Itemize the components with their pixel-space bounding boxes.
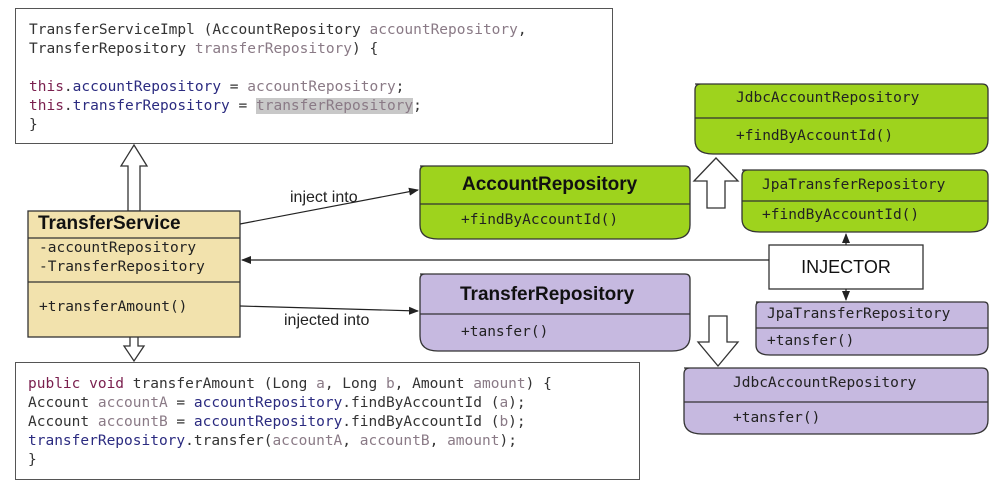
jpa-transfer-repository-purple-title: JpaTransferRepository xyxy=(767,306,951,322)
jdbc-account-repository-green-title: JdbcAccountRepository xyxy=(736,90,920,106)
account-repository-title: AccountRepository xyxy=(462,174,638,195)
code-text: ); xyxy=(499,433,517,449)
jdbc-account-repository-green-method: +findByAccountId() xyxy=(736,128,894,144)
code-text: transferAmount (Long xyxy=(124,376,317,392)
code-local: accountB xyxy=(97,414,168,430)
code-param: b xyxy=(499,414,509,430)
jpa-transfer-repository-purple-class xyxy=(755,301,989,356)
code-param: a xyxy=(499,395,509,411)
injector-label: INJECTOR xyxy=(801,257,891,277)
hollow-up-arrow-to-constructor xyxy=(119,143,149,212)
transfer-service-field: -accountRepository xyxy=(39,240,197,256)
code-text: , xyxy=(429,433,448,449)
code-local: accountA xyxy=(272,433,343,449)
code-text: } xyxy=(29,117,38,133)
code-param: b xyxy=(385,376,395,392)
code-text: Account xyxy=(28,414,98,430)
code-text: .transfer( xyxy=(185,433,273,449)
injected-into-arrow xyxy=(239,305,419,315)
jpa-transfer-repository-green-class xyxy=(741,169,989,233)
code-text: , Long xyxy=(324,376,386,392)
hollow-down-arrow-to-method xyxy=(122,335,146,363)
code-keyword: public void xyxy=(28,376,125,392)
transfer-service-field: -TransferRepository xyxy=(39,259,205,275)
code-text: .findByAccountId ( xyxy=(342,395,500,411)
code-text: TransferServiceImpl (AccountRepository xyxy=(29,22,370,38)
code-field: transferRepository xyxy=(72,98,230,114)
transfer-service-class xyxy=(27,210,241,338)
code-local: accountA xyxy=(97,395,168,411)
jdbc-account-repository-purple-class xyxy=(683,367,989,435)
jdbc-account-repository-green-class xyxy=(694,83,989,155)
code-field: transferRepository xyxy=(28,433,186,449)
code-text: ; xyxy=(395,79,405,95)
code-text: . xyxy=(63,79,73,95)
code-text: ); xyxy=(508,395,526,411)
code-text: = xyxy=(221,79,248,95)
code-text: TransferRepository xyxy=(29,41,195,57)
code-param: accountRepository xyxy=(369,22,518,38)
constructor-code-box: TransferServiceImpl (AccountRepository a… xyxy=(15,8,613,144)
code-text: , xyxy=(342,433,360,449)
code-keyword: this xyxy=(29,98,64,114)
code-param: transferRepository xyxy=(194,41,353,57)
code-text: ) { xyxy=(525,376,552,392)
code-text: ; xyxy=(413,98,422,114)
jpa-transfer-repository-green-method: +findByAccountId() xyxy=(762,207,920,223)
code-param: accountRepository xyxy=(247,79,396,95)
transfer-service-title: TransferService xyxy=(38,213,181,234)
code-field: accountRepository xyxy=(193,395,343,411)
code-field: accountRepository xyxy=(193,414,343,430)
code-text: Account xyxy=(28,395,98,411)
code-text: , xyxy=(517,22,527,38)
hollow-down-arrow-implementation xyxy=(696,315,740,368)
account-repository-method: +findByAccountId() xyxy=(461,212,619,228)
code-param: amount xyxy=(473,376,526,392)
transfer-repository-title: TransferRepository xyxy=(460,284,635,305)
account-repository-interface xyxy=(419,165,691,240)
jpa-transfer-repository-green-title: JpaTransferRepository xyxy=(762,177,946,193)
code-text: ); xyxy=(508,414,526,430)
method-code-box: public void transferAmount (Long a, Long… xyxy=(15,362,640,480)
code-param: amount xyxy=(447,433,500,449)
code-text: = xyxy=(167,395,194,411)
transfer-service-method: +transferAmount() xyxy=(39,299,188,315)
code-text: .findByAccountId ( xyxy=(342,414,500,430)
code-keyword: this xyxy=(29,79,64,95)
transfer-repository-interface xyxy=(419,273,691,352)
inject-into-label: inject into xyxy=(290,189,358,206)
method-code: public void transferAmount (Long a, Long… xyxy=(28,375,552,470)
transfer-repository-method: +tansfer() xyxy=(461,324,549,340)
code-text: . xyxy=(63,98,73,114)
code-local: accountB xyxy=(359,433,430,449)
code-text: = xyxy=(229,98,256,114)
inject-into-arrow xyxy=(239,187,419,225)
code-field: accountRepository xyxy=(72,79,222,95)
code-text: } xyxy=(28,452,37,468)
jpa-transfer-repository-purple-method: +tansfer() xyxy=(767,333,855,349)
code-text: = xyxy=(167,414,194,430)
jdbc-account-repository-purple-method: +tansfer() xyxy=(733,410,821,426)
code-text: , Amount xyxy=(394,376,474,392)
code-text: ) { xyxy=(352,41,379,57)
code-param: a xyxy=(316,376,325,392)
constructor-code: TransferServiceImpl (AccountRepository a… xyxy=(29,21,527,135)
injected-into-label: injected into xyxy=(284,312,370,329)
hollow-up-arrow-implementation xyxy=(692,157,740,209)
code-param-highlighted: transferRepository xyxy=(256,98,414,114)
jdbc-account-repository-purple-title: JdbcAccountRepository xyxy=(733,375,917,391)
